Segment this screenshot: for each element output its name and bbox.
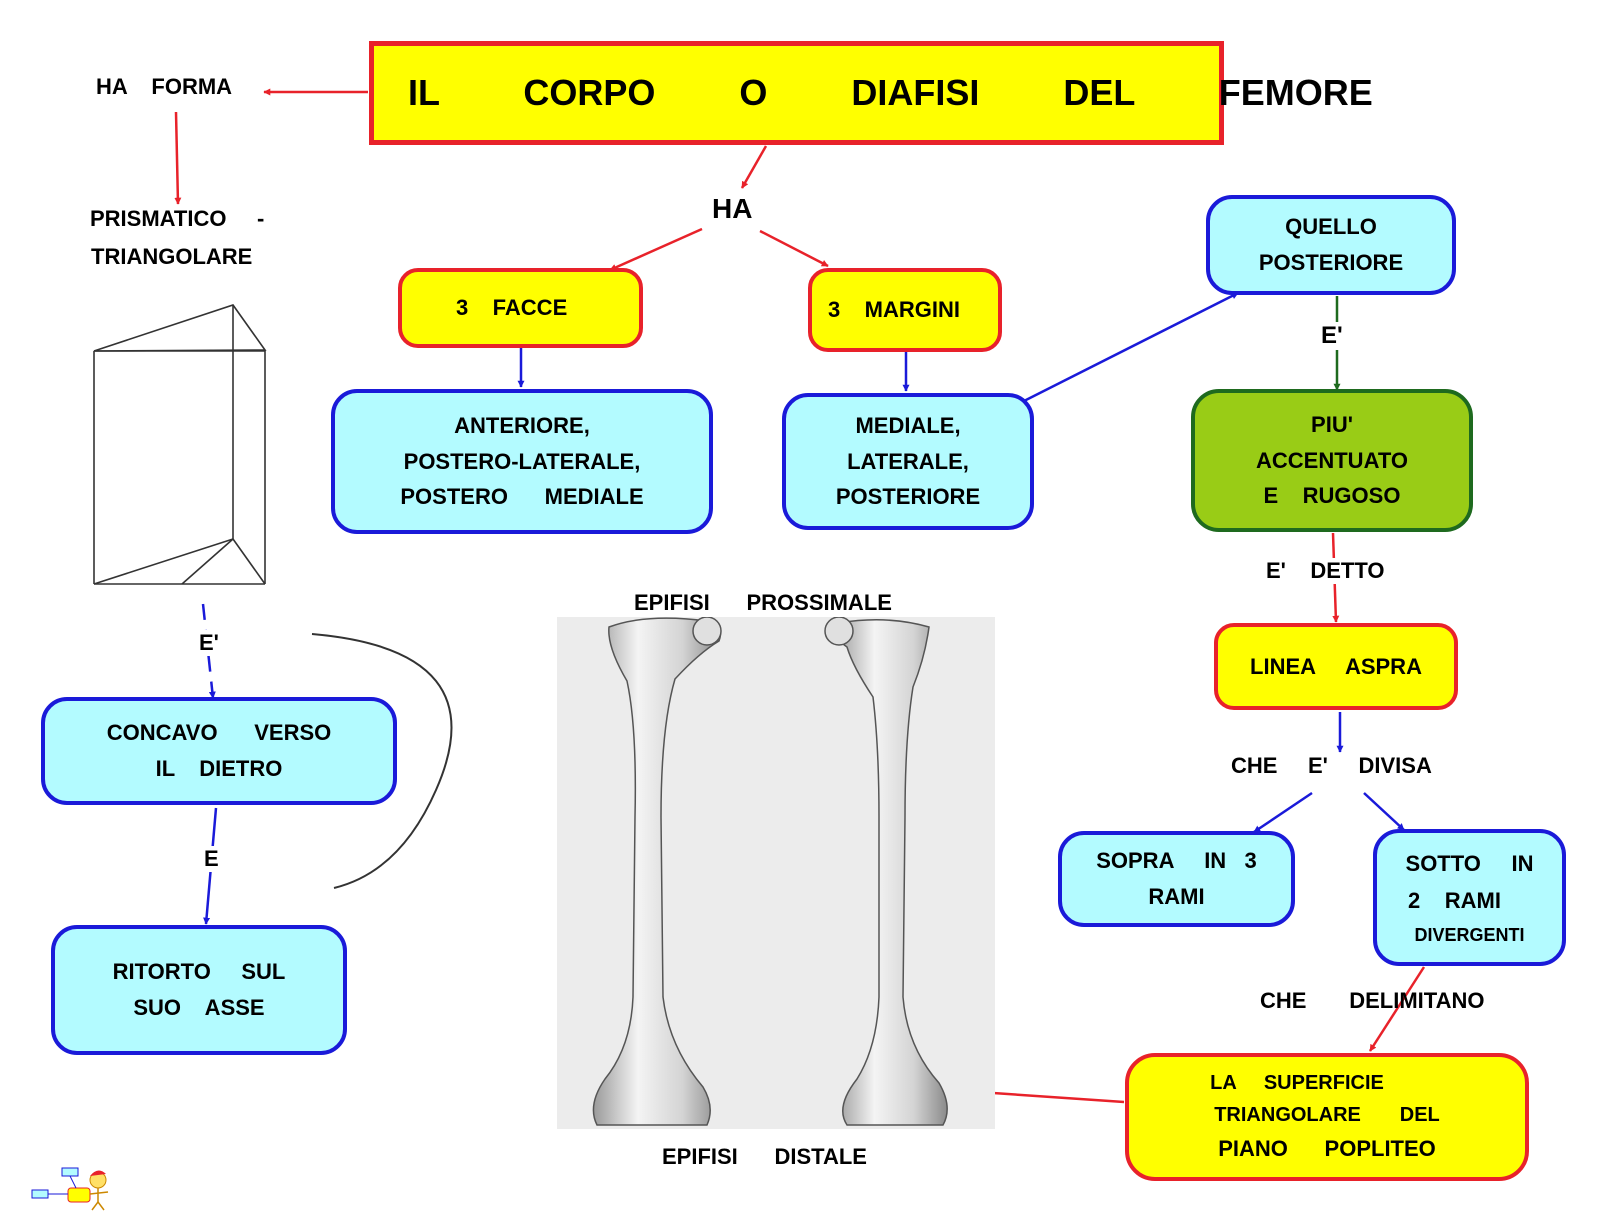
epifisi-prossimale-label: EPIFISI PROSSIMALE bbox=[634, 590, 892, 615]
mascot-logo-icon bbox=[31, 1167, 109, 1211]
arrow-prism-to-concavo bbox=[201, 603, 216, 699]
arrow-ha-to-facce bbox=[609, 227, 703, 272]
curve-arc bbox=[311, 633, 453, 889]
arrow-divisa-to-sotto bbox=[1363, 792, 1405, 831]
piu-box: PIU' ACCENTUATO E RUGOSO bbox=[1191, 389, 1473, 532]
arrow-title-to-ha bbox=[740, 145, 768, 189]
superficie-text-1: LA SUPERFICIE bbox=[1210, 1072, 1384, 1095]
prism-drawing bbox=[93, 304, 267, 585]
facce-box: 3 FACCE bbox=[398, 268, 643, 348]
arrow-divisa-to-sopra bbox=[1253, 791, 1313, 834]
title-text: IL CORPO O DIAFISI DEL FEMORE bbox=[408, 71, 1373, 113]
che-delimitano-label: CHE DELIMITANO bbox=[1260, 988, 1485, 1013]
linea-aspra-box: LINEA ASPRA bbox=[1214, 623, 1458, 710]
margini-list-box: MEDIALE, LATERALE, POSTERIORE bbox=[782, 393, 1034, 530]
margini-box: 3 MARGINI bbox=[808, 268, 1002, 352]
superficie-box: LA SUPERFICIE TRIANGOLARE DEL PIANO POPL… bbox=[1125, 1053, 1529, 1181]
sopra-text: SOPRA IN 3 RAMI bbox=[1096, 848, 1257, 909]
superficie-text-3: PIANO POPLITEO bbox=[1218, 1136, 1436, 1162]
facce-text: 3 FACCE bbox=[456, 295, 568, 321]
e-detto-label: E' DETTO bbox=[1262, 558, 1389, 584]
ha-label: HA bbox=[712, 193, 753, 224]
quello-box: QUELLO POSTERIORE bbox=[1206, 195, 1456, 295]
margini-text: 3 MARGINI bbox=[828, 297, 961, 323]
e-label-2: E bbox=[200, 846, 223, 872]
epifisi-distale-label: EPIFISI DISTALE bbox=[662, 1144, 867, 1169]
title-box: IL CORPO O DIAFISI DEL FEMORE bbox=[369, 41, 1373, 145]
e-label-1: E' bbox=[196, 630, 222, 656]
linea-aspra-text: LINEA ASPRA bbox=[1250, 653, 1422, 679]
facce-list-box: ANTERIORE, POSTERO-LATERALE, POSTERO MED… bbox=[331, 389, 713, 534]
prismatico-label: PRISMATICO - bbox=[90, 206, 265, 231]
arrow-forma-to-prismatico bbox=[174, 111, 182, 205]
ha-forma-label: HA FORMA bbox=[96, 74, 233, 99]
sopra-box: SOPRA IN 3 RAMI bbox=[1058, 831, 1295, 927]
ritorto-text: RITORTO SUL SUO ASSE bbox=[112, 959, 286, 1020]
femur-left bbox=[592, 617, 722, 1126]
margini-list-text: MEDIALE, LATERALE, POSTERIORE bbox=[835, 413, 981, 510]
triangolare-label: TRIANGOLARE bbox=[91, 244, 253, 269]
sotto-text-3: DIVERGENTI bbox=[1414, 924, 1525, 945]
femur-illustration bbox=[557, 616, 995, 1129]
femur-right bbox=[834, 619, 948, 1126]
superficie-text-2: TRIANGOLARE DEL bbox=[1214, 1104, 1440, 1127]
quello-text: QUELLO POSTERIORE bbox=[1258, 214, 1404, 275]
arrow-sotto-to-superficie bbox=[1368, 966, 1426, 1052]
femur-drawing bbox=[592, 616, 948, 1126]
arrow-margini-to-quello bbox=[1021, 291, 1239, 404]
arrow-ha-to-margini bbox=[759, 229, 829, 268]
sotto-text-2: 2 RAMI bbox=[1408, 888, 1501, 914]
che-divisa-label: CHE E' DIVISA bbox=[1231, 753, 1432, 778]
facce-list-text: ANTERIORE, POSTERO-LATERALE, POSTERO MED… bbox=[400, 413, 644, 510]
concavo-text: CONCAVO VERSO IL DIETRO bbox=[106, 720, 332, 781]
sotto-text-1: SOTTO IN bbox=[1405, 850, 1534, 876]
sotto-box: SOTTO IN 2 RAMI DIVERGENTI bbox=[1373, 829, 1566, 966]
ritorto-box: RITORTO SUL SUO ASSE bbox=[51, 925, 347, 1055]
concavo-box: CONCAVO VERSO IL DIETRO bbox=[41, 697, 397, 805]
e-label-green: E' bbox=[1318, 322, 1346, 350]
piu-text: PIU' ACCENTUATO E RUGOSO bbox=[1256, 412, 1408, 509]
